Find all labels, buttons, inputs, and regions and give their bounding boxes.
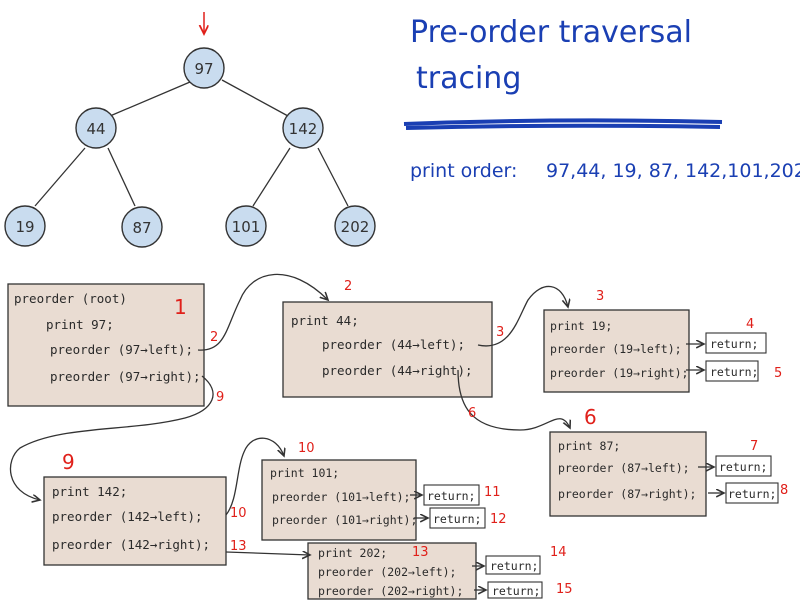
return-box bbox=[423, 484, 480, 506]
call-box-19 bbox=[543, 309, 690, 393]
code-line: preorder (101→left); bbox=[272, 490, 410, 504]
return-text: return; bbox=[490, 559, 538, 573]
return-box bbox=[725, 482, 779, 504]
return-text: return; bbox=[719, 460, 767, 474]
tree-node-97: 97 bbox=[183, 47, 225, 89]
call-arrow bbox=[225, 437, 284, 516]
return-box bbox=[705, 332, 767, 354]
step-number: 15 bbox=[556, 582, 573, 597]
node-label: 142 bbox=[289, 120, 318, 138]
print-order-label: print order: bbox=[410, 160, 517, 182]
return-box bbox=[429, 507, 486, 529]
code-line: preorder (202→left); bbox=[318, 565, 456, 579]
node-label: 44 bbox=[86, 120, 105, 138]
step-number: 2 bbox=[210, 330, 218, 345]
tree-node-87: 87 bbox=[121, 206, 163, 248]
call-box-87 bbox=[549, 431, 707, 517]
call-box-101 bbox=[261, 459, 417, 541]
node-label: 202 bbox=[341, 218, 370, 236]
code-line: preorder (87→right); bbox=[558, 487, 696, 501]
tree-edge bbox=[221, 79, 289, 117]
tree-edge bbox=[107, 147, 136, 207]
node-label: 87 bbox=[132, 219, 151, 237]
tree-node-142: 142 bbox=[282, 107, 324, 149]
code-line: preorder (202→right); bbox=[318, 584, 463, 598]
call-box-44 bbox=[282, 301, 493, 398]
title-line-1: Pre-order traversal bbox=[410, 15, 692, 50]
tree-edge bbox=[252, 147, 291, 207]
step-number: 1 bbox=[174, 295, 187, 319]
call-arrow bbox=[477, 285, 568, 347]
code-line: print 87; bbox=[558, 439, 620, 453]
code-line: preorder (root) bbox=[14, 291, 127, 306]
code-line: preorder (97→right); bbox=[50, 369, 201, 384]
step-number: 12 bbox=[490, 512, 507, 527]
step-number: 13 bbox=[230, 539, 247, 554]
return-text: return; bbox=[710, 337, 758, 351]
step-number: 5 bbox=[774, 366, 782, 381]
step-number: 14 bbox=[550, 545, 567, 560]
code-line: print 44; bbox=[291, 313, 359, 328]
step-number: 9 bbox=[216, 390, 224, 405]
print-order-value: 97,44, 19, 87, 142,101,202 bbox=[546, 160, 800, 182]
call-box-142 bbox=[43, 476, 227, 566]
node-label: 101 bbox=[232, 218, 261, 236]
step-number: 8 bbox=[780, 483, 788, 498]
step-number: 13 bbox=[412, 545, 429, 560]
return-text: return; bbox=[710, 365, 758, 379]
call-arrow bbox=[9, 375, 214, 500]
step-number: 7 bbox=[750, 439, 758, 454]
code-line: preorder (87→left); bbox=[558, 461, 690, 475]
step-number: 2 bbox=[344, 279, 352, 294]
call-arrow bbox=[197, 273, 328, 351]
code-line: preorder (44→right); bbox=[322, 363, 473, 378]
tree-node-202: 202 bbox=[334, 205, 376, 247]
code-line: preorder (142→left); bbox=[52, 509, 203, 524]
code-line: preorder (19→left); bbox=[550, 342, 682, 356]
code-line: print 19; bbox=[550, 319, 612, 333]
step-number: 4 bbox=[746, 317, 754, 332]
title-line-2: tracing bbox=[416, 61, 521, 96]
step-number: 10 bbox=[298, 441, 315, 456]
step-number: 3 bbox=[596, 289, 604, 304]
title-underline bbox=[403, 118, 723, 130]
node-label: 19 bbox=[15, 218, 34, 236]
step-number: 10 bbox=[230, 506, 247, 521]
step-number: 3 bbox=[496, 325, 504, 340]
code-line: print 202; bbox=[318, 546, 387, 560]
code-line: print 101; bbox=[270, 466, 339, 480]
return-box bbox=[705, 360, 759, 382]
return-box bbox=[485, 555, 541, 575]
tree-edge bbox=[34, 147, 86, 207]
code-line: preorder (97→left); bbox=[50, 342, 193, 357]
return-box bbox=[715, 455, 772, 477]
tree-edge bbox=[109, 81, 191, 117]
code-line: preorder (142→right); bbox=[52, 537, 210, 552]
code-line: print 97; bbox=[46, 317, 114, 332]
node-label: 97 bbox=[194, 60, 213, 78]
step-number: 6 bbox=[584, 405, 597, 429]
code-line: preorder (19→right); bbox=[550, 366, 688, 380]
tree-node-44: 44 bbox=[75, 107, 117, 149]
step-number: 6 bbox=[468, 406, 476, 421]
return-text: return; bbox=[492, 584, 540, 598]
return-text: return; bbox=[433, 512, 481, 526]
code-line: print 142; bbox=[52, 484, 127, 499]
call-arrow bbox=[457, 369, 570, 431]
call-box-202 bbox=[307, 542, 477, 600]
return-box bbox=[487, 581, 543, 599]
call-box-root bbox=[7, 283, 205, 407]
return-text: return; bbox=[427, 489, 475, 503]
code-line: preorder (44→left); bbox=[322, 337, 465, 352]
tree-node-101: 101 bbox=[225, 205, 267, 247]
code-line: preorder (101→right); bbox=[272, 513, 417, 527]
tree-node-19: 19 bbox=[4, 205, 46, 247]
call-arrow bbox=[225, 552, 310, 555]
step-number: 9 bbox=[62, 450, 75, 474]
return-text: return; bbox=[728, 487, 776, 501]
tree-edge bbox=[317, 147, 349, 207]
step-number: 11 bbox=[484, 485, 501, 500]
